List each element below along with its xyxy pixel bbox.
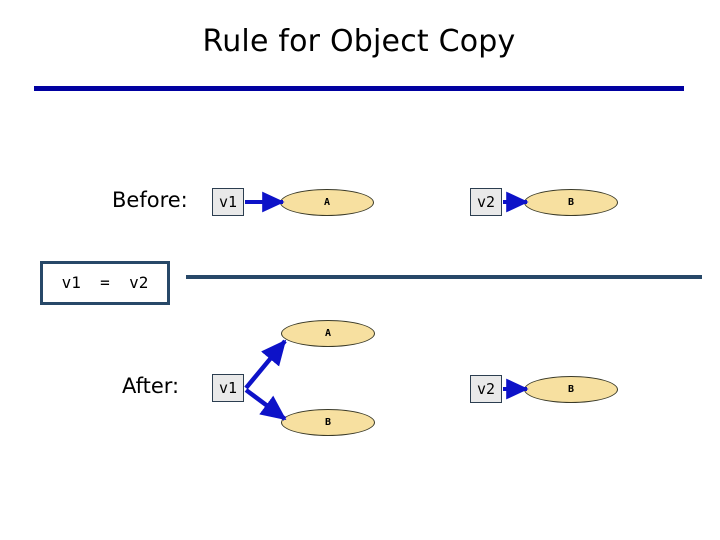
page-title: Rule for Object Copy xyxy=(202,24,516,59)
before-var-v2-box: v2 xyxy=(470,188,502,216)
after-object-b-ellipse: B xyxy=(281,409,375,436)
after-label: After: xyxy=(122,374,180,398)
before-label: Before: xyxy=(112,188,188,212)
after-var-v2-box: v2 xyxy=(470,375,502,403)
section-divider-rule xyxy=(186,275,702,279)
title-underline-rule xyxy=(34,86,684,91)
assignment-statement-box: v1 = v2 xyxy=(40,261,170,305)
after-object-b-right-ellipse: B xyxy=(524,376,618,403)
arrow-after-v1-to-b xyxy=(244,388,287,421)
before-object-b-ellipse: B xyxy=(524,189,618,216)
arrow-after-v1-to-a xyxy=(244,339,287,390)
after-object-a-ellipse: A xyxy=(281,320,375,347)
after-var-v1-box: v1 xyxy=(212,374,244,402)
before-object-a-ellipse: A xyxy=(280,189,374,216)
before-var-v1-box: v1 xyxy=(212,188,244,216)
